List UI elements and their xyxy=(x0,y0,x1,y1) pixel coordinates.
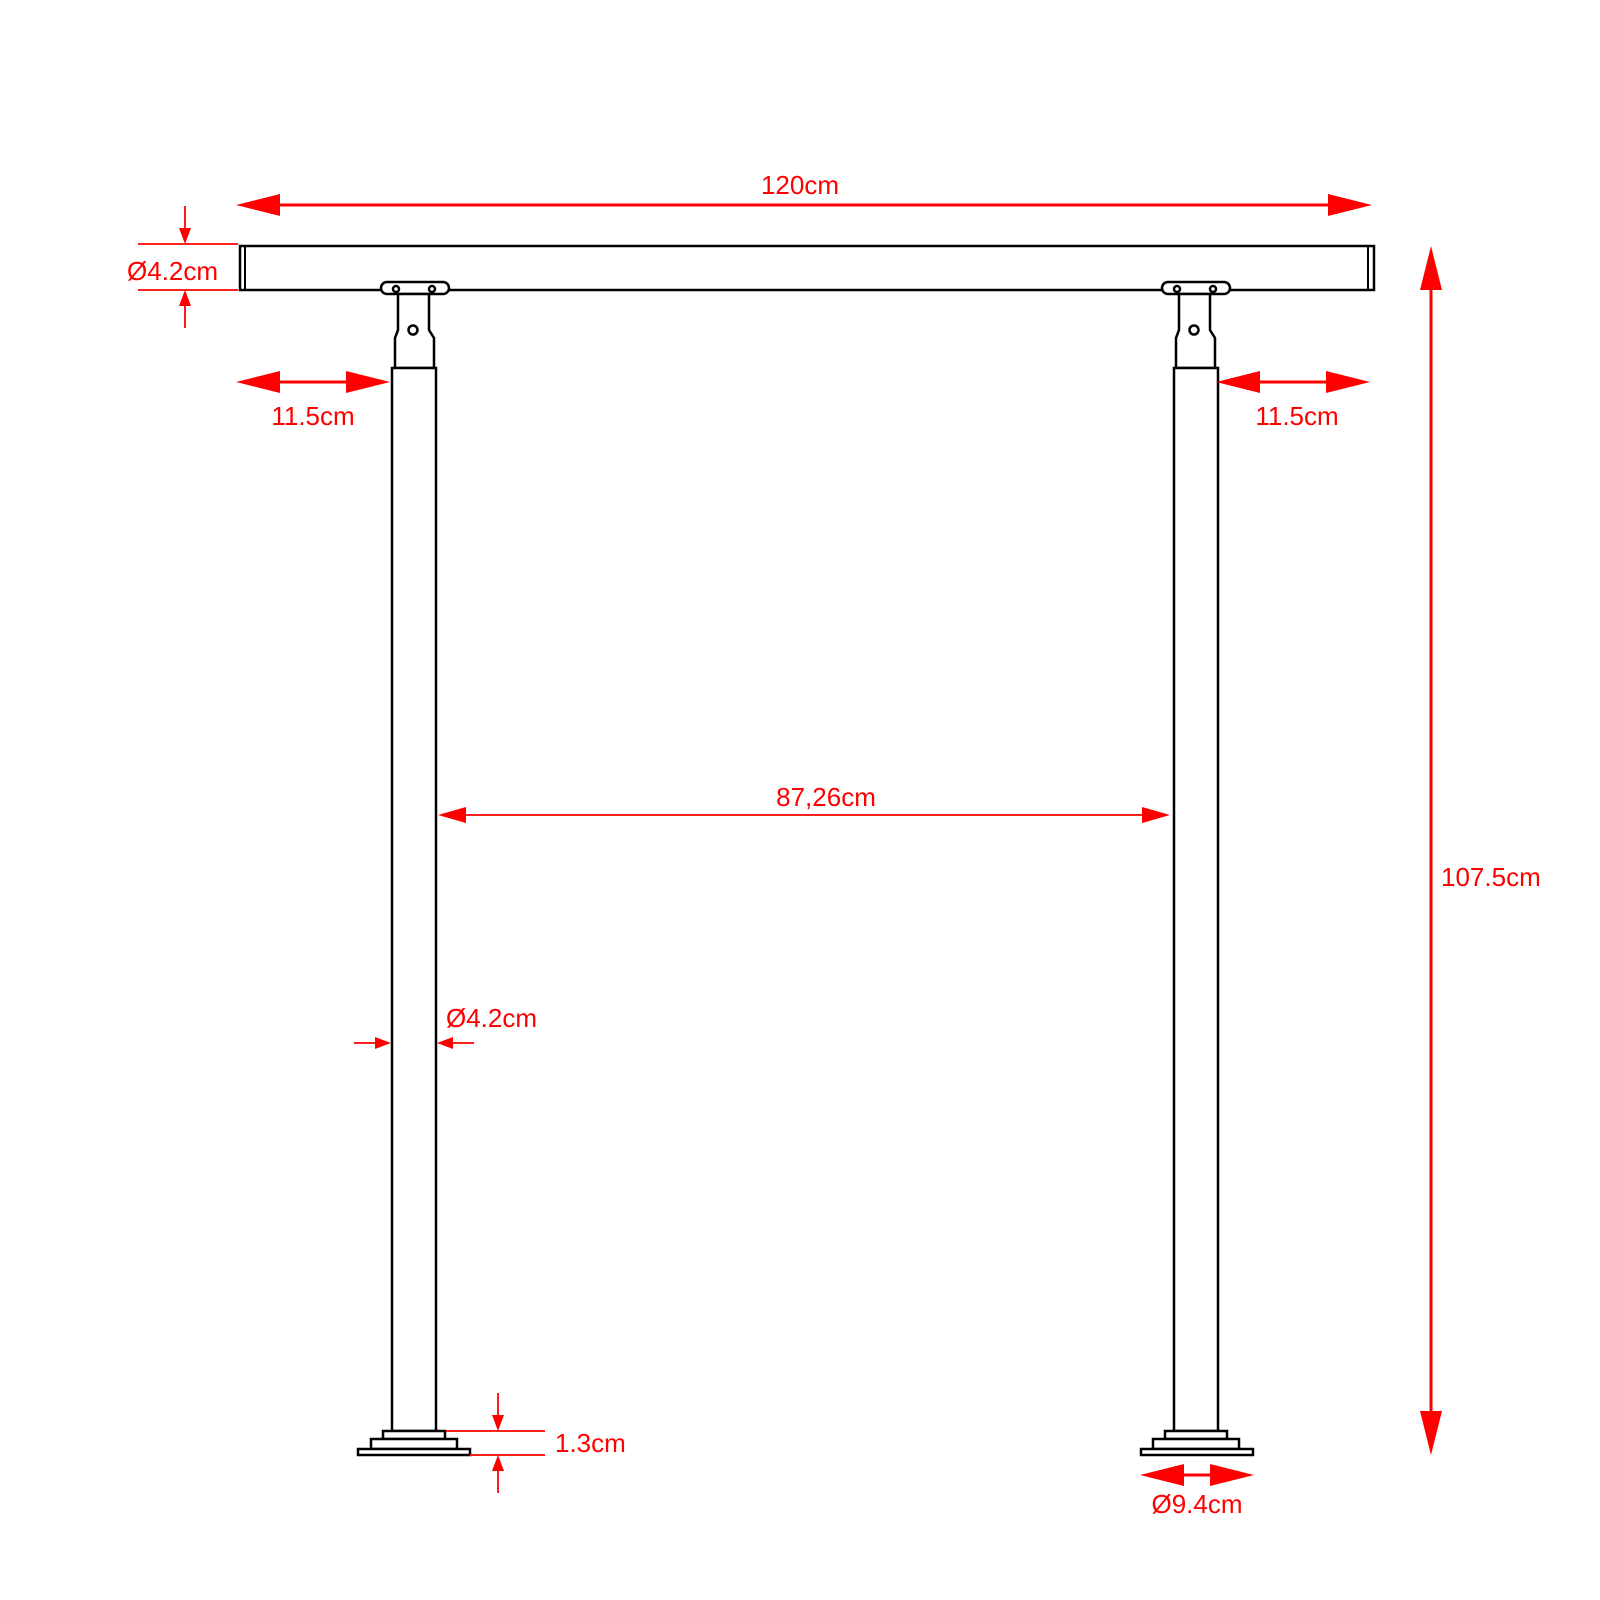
left-post xyxy=(390,366,438,1433)
dimension-right-overhang: 11.5cm xyxy=(1216,371,1370,431)
post-spacing-label: 87,26cm xyxy=(776,782,876,812)
total-length-label: 120cm xyxy=(761,170,839,200)
left-rail-bracket xyxy=(379,280,451,370)
rail-diameter-label: Ø4.2cm xyxy=(127,256,218,286)
base-diameter-label: Ø9.4cm xyxy=(1151,1489,1242,1519)
dimension-base-thickness: 1.3cm xyxy=(446,1393,626,1493)
dimension-post-spacing: 87,26cm xyxy=(438,782,1170,823)
base-thickness-label: 1.3cm xyxy=(555,1428,626,1458)
post-diameter-label: Ø4.2cm xyxy=(446,1003,537,1033)
right-base-plate xyxy=(1139,1429,1255,1457)
dimension-post-diameter: Ø4.2cm xyxy=(354,1003,537,1049)
dimension-total-height: 107.5cm xyxy=(1420,246,1541,1455)
left-overhang-label: 11.5cm xyxy=(271,401,354,431)
total-height-label: 107.5cm xyxy=(1441,862,1541,892)
right-post xyxy=(1172,366,1220,1433)
dimension-base-diameter: Ø9.4cm xyxy=(1140,1464,1254,1519)
dimension-left-overhang: 11.5cm xyxy=(236,371,390,431)
right-rail-bracket xyxy=(1160,280,1232,370)
left-base-plate xyxy=(356,1429,472,1457)
right-overhang-label: 11.5cm xyxy=(1255,401,1338,431)
dimension-rail-diameter: Ø4.2cm xyxy=(127,206,238,328)
dimension-total-length: 120cm xyxy=(236,170,1372,216)
